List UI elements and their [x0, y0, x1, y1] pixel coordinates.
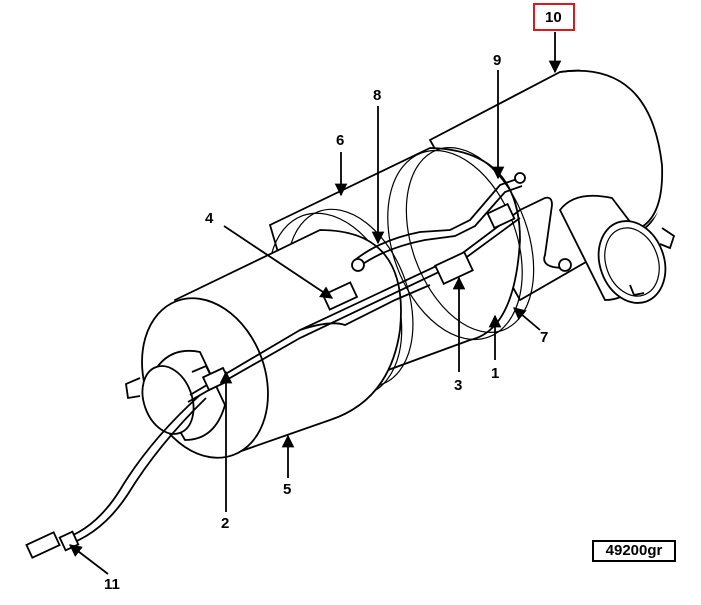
leader-lines: [68, 32, 562, 575]
callout-2: 2: [221, 515, 230, 532]
leader-4: [223, 225, 334, 299]
outlet-pipe: [558, 194, 676, 304]
callout-1: 1: [491, 365, 500, 382]
leader-7: [513, 307, 541, 331]
callout-7: 7: [540, 329, 549, 346]
callout-6: 6: [336, 132, 345, 149]
callout-8: 8: [373, 87, 382, 104]
callout-11: 11: [104, 576, 120, 593]
inlet-pipe: [125, 350, 226, 441]
callout-10: 10: [545, 9, 562, 26]
callout-10-highlight: [533, 3, 575, 31]
callout-4: 4: [205, 210, 214, 227]
callout-5: 5: [283, 481, 292, 498]
callout-9: 9: [493, 52, 502, 69]
callout-3: 3: [454, 377, 463, 394]
sensor-harness: [25, 172, 572, 559]
leader-11: [68, 544, 109, 575]
drawing-reference-code: 49200gr: [592, 540, 676, 562]
